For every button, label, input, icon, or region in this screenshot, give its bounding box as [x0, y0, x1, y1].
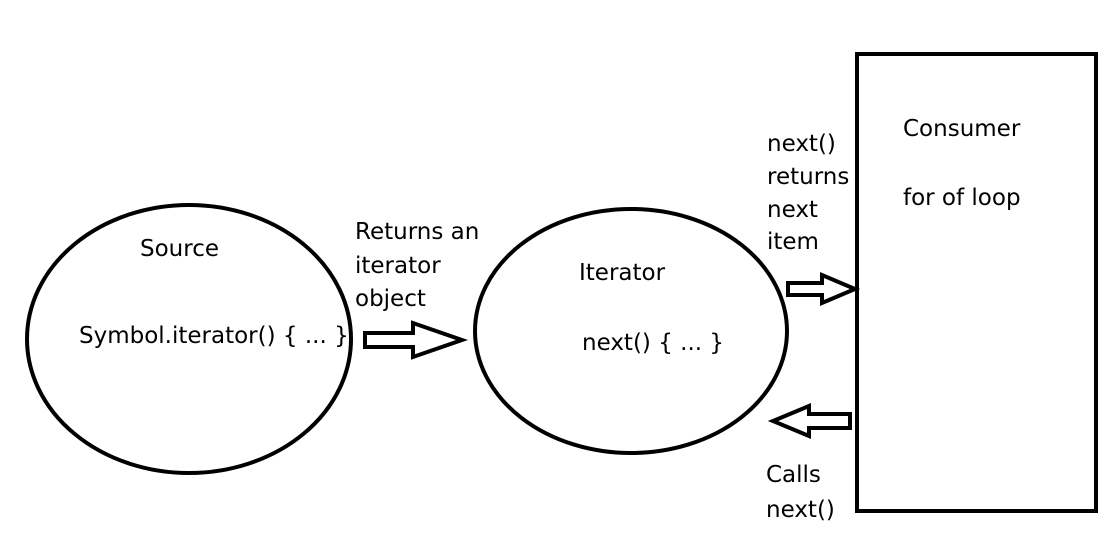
iterator-to-consumer-label-line-1: next()	[767, 131, 836, 157]
iterator-ellipse	[473, 207, 789, 455]
iterator-to-consumer-label-line-2: returns	[767, 164, 849, 190]
source-node: Source Symbol.iterator() { ... }	[25, 203, 353, 475]
consumer-node: Consumer for of loop	[855, 52, 1098, 513]
left-arrow-icon	[767, 403, 852, 439]
iterator-to-consumer-edge: next() returns next item	[767, 131, 861, 307]
source-method: Symbol.iterator() { ... }	[79, 323, 349, 349]
right-arrow-icon	[363, 320, 469, 360]
iterator-title: Iterator	[579, 260, 666, 286]
source-ellipse	[25, 203, 353, 475]
iterator-method: next() { ... }	[582, 330, 724, 356]
consumer-subtitle: for of loop	[903, 185, 1021, 211]
source-to-iterator-label-line-3: object	[355, 286, 426, 312]
iterator-node: Iterator next() { ... }	[473, 207, 789, 455]
consumer-to-iterator-label-line-1: Calls	[766, 462, 821, 488]
consumer-box	[855, 52, 1098, 513]
consumer-title: Consumer	[903, 116, 1021, 142]
right-arrow-icon	[786, 271, 861, 307]
consumer-to-iterator-label-line-2: next()	[766, 497, 835, 523]
consumer-to-iterator-edge: Calls next()	[766, 403, 852, 523]
iterator-to-consumer-label-line-4: item	[767, 229, 819, 255]
source-to-iterator-label-line-1: Returns an	[355, 219, 479, 245]
source-title: Source	[140, 236, 219, 262]
iterator-to-consumer-label-line-3: next	[767, 197, 818, 223]
source-to-iterator-label-line-2: iterator	[355, 253, 441, 279]
source-to-iterator-edge: Returns an iterator object	[355, 219, 479, 360]
